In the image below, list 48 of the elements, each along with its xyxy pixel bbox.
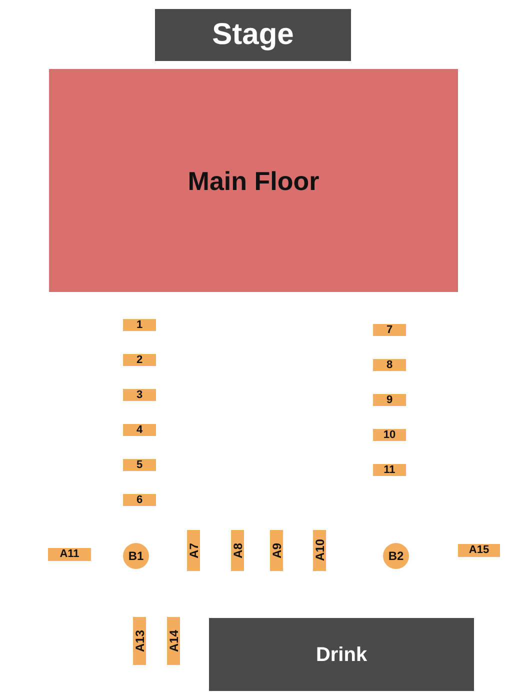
- table-block: [123, 389, 156, 401]
- table-block: [123, 459, 156, 471]
- table-block: [123, 494, 156, 506]
- table-label: A14: [168, 630, 180, 652]
- table-label: 8: [386, 360, 393, 370]
- table-block: [123, 354, 156, 366]
- area-label: Main Floor: [188, 168, 320, 194]
- table-label: 3: [136, 390, 143, 400]
- table-label: A7: [188, 542, 200, 558]
- bar-area: [209, 618, 474, 691]
- table-label: A11: [60, 549, 80, 560]
- area-label: Drink: [316, 644, 368, 664]
- table-block: [231, 530, 244, 571]
- table-block: [373, 394, 406, 406]
- round-table: [383, 543, 409, 569]
- table-label: 5: [136, 460, 143, 470]
- table-label: 7: [386, 324, 393, 336]
- table-label: 2: [136, 354, 143, 366]
- table-block: [270, 530, 283, 571]
- table-block: [48, 548, 91, 561]
- table-label: 9: [386, 394, 393, 406]
- table-block: [373, 324, 406, 336]
- table-block: [187, 530, 200, 571]
- floor-area: [49, 69, 458, 292]
- stage-area: [155, 9, 351, 61]
- table-label: 6: [136, 494, 143, 506]
- table-label: B2: [388, 550, 404, 562]
- table-block: [458, 544, 500, 557]
- table-block: [133, 617, 146, 665]
- table-label: 4: [136, 424, 143, 436]
- table-label: A10: [314, 539, 326, 562]
- table-label: 11: [384, 464, 396, 476]
- table-label: A15: [468, 545, 490, 556]
- table-label: A8: [232, 542, 244, 558]
- table-block: [167, 617, 180, 665]
- table-label: 10: [383, 430, 396, 440]
- table-block: [313, 530, 326, 571]
- table-label: B1: [128, 550, 144, 562]
- table-block: [373, 464, 406, 476]
- table-block: [123, 319, 156, 331]
- table-block: [123, 424, 156, 436]
- table-label: 1: [136, 320, 143, 330]
- table-block: [373, 359, 406, 371]
- area-label: Stage: [212, 20, 294, 50]
- round-table: [123, 543, 149, 569]
- table-label: A9: [270, 542, 282, 558]
- table-label: A13: [134, 630, 146, 652]
- table-block: [373, 429, 406, 441]
